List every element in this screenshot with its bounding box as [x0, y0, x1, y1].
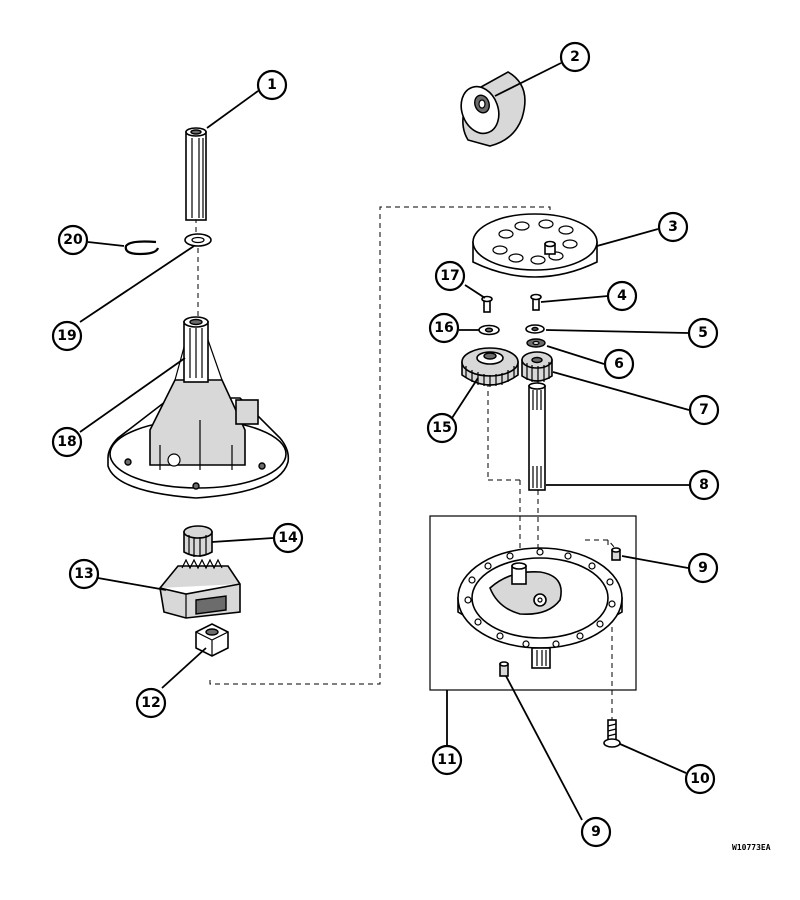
callout-3: 3	[657, 211, 689, 243]
part-2-bearing	[460, 71, 526, 147]
callout-15: 15	[426, 412, 458, 444]
part-14-pinion	[183, 525, 213, 557]
part-20-retaining-ring	[124, 240, 160, 256]
callout-label: 17	[440, 268, 459, 284]
callout-label: 11	[437, 752, 456, 768]
callout-1: 1	[256, 69, 288, 101]
part-19-washer	[184, 233, 212, 247]
callout-5: 5	[687, 317, 719, 349]
part-17-screw	[481, 295, 493, 313]
part-7-pinion-gear	[521, 351, 553, 383]
callout-label: 2	[570, 49, 580, 65]
part-15-large-gear	[461, 347, 519, 387]
callout-label: 9	[698, 560, 708, 576]
callout-label: 20	[63, 232, 83, 248]
part-3-pulley	[472, 213, 598, 278]
part-1-shaft	[185, 127, 207, 221]
callout-label: 16	[434, 320, 453, 336]
callout-label: 8	[699, 477, 709, 493]
callout-label: 9	[591, 824, 601, 840]
leader-lines	[79, 62, 690, 821]
callout-label: 1	[267, 77, 277, 93]
callout-14: 14	[272, 522, 304, 554]
callout-7: 7	[688, 394, 720, 426]
part-8-splined-shaft	[528, 382, 546, 491]
callout-20: 20	[57, 224, 89, 256]
callout-label: 6	[614, 356, 624, 372]
part-9-dowel-upper	[611, 547, 621, 561]
callout-label: 4	[617, 288, 627, 304]
part-18-transmission-housing	[107, 316, 290, 499]
part-16-washer	[478, 324, 500, 336]
part-13-rack-block	[159, 558, 241, 619]
callout-12: 12	[135, 687, 167, 719]
callout-label: 3	[668, 219, 678, 235]
callout-label: 10	[690, 771, 710, 787]
callout-label: 14	[278, 530, 298, 546]
callout-label: 13	[74, 566, 93, 582]
part-5-washer	[525, 324, 545, 334]
callout-10: 10	[684, 763, 716, 795]
callout-label: 12	[141, 695, 160, 711]
callout-9-upper: 9	[687, 552, 719, 584]
callout-label: 15	[432, 420, 451, 436]
part-6-washer	[526, 338, 546, 348]
drawing-reference-code: W10773EA	[732, 843, 771, 852]
callout-label: 18	[57, 434, 76, 450]
callout-6: 6	[603, 348, 635, 380]
part-4-screw	[530, 293, 542, 311]
part-11-base-assembly	[429, 515, 637, 691]
part-9-dowel-lower	[499, 661, 509, 677]
callout-label: 19	[57, 328, 76, 344]
part-12-slider-block	[195, 623, 229, 657]
callout-label: 5	[698, 325, 708, 341]
callout-13: 13	[68, 558, 100, 590]
callout-label: 7	[699, 402, 709, 418]
callout-18: 18	[51, 426, 83, 458]
part-10-bolt	[603, 719, 621, 748]
callout-4: 4	[606, 280, 638, 312]
callout-8: 8	[688, 469, 720, 501]
callout-9-lower: 9	[580, 816, 612, 848]
callout-11: 11	[431, 744, 463, 776]
callout-19: 19	[51, 320, 83, 352]
callout-16: 16	[428, 312, 460, 344]
callout-17: 17	[434, 260, 466, 292]
callout-2: 2	[559, 41, 591, 73]
